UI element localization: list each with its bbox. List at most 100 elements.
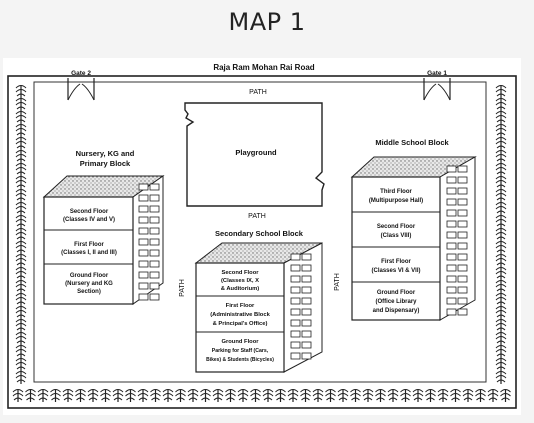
window-icon	[446, 209, 457, 217]
middle-ground-title: Ground Floor	[377, 290, 416, 296]
secondary-floor-1-desc-1: (Administrative Block	[210, 312, 270, 318]
window-icon	[457, 286, 468, 294]
road-label: Raja Ram Mohan Rai Road	[213, 63, 314, 72]
middle-floor-1-title: First Floor	[381, 259, 411, 265]
window-icon	[301, 330, 312, 338]
secondary-block-building	[194, 242, 323, 373]
window-icon	[149, 260, 160, 268]
middle-block-building	[350, 156, 477, 321]
window-icon	[138, 183, 149, 191]
window-icon	[138, 205, 149, 213]
middle-ground-desc-2: and Dispensary)	[373, 308, 420, 314]
secondary-ground-desc-1: Parking for Staff (Cars,	[212, 348, 269, 354]
middle-floor-1-desc: (Classes VI & VII)	[371, 268, 420, 274]
primary-ground-title: Ground Floor	[70, 273, 109, 279]
window-icon	[446, 297, 457, 305]
window-icon	[457, 220, 468, 228]
playground	[184, 102, 325, 207]
primary-floor-2-desc: (Classes IV and V)	[63, 217, 115, 223]
playground-label: Playground	[235, 148, 277, 157]
gate-1	[423, 78, 451, 101]
primary-block-building	[42, 175, 165, 305]
middle-ground-desc-1: (Office Library	[375, 299, 417, 305]
window-icon	[446, 176, 457, 184]
window-icon	[138, 216, 149, 224]
secondary-floor-1-title: First Floor	[226, 303, 255, 309]
secondary-ground-title: Ground Floor	[221, 339, 259, 345]
window-icon	[138, 271, 149, 279]
window-icon	[446, 253, 457, 261]
inner-path-border	[33, 81, 487, 383]
window-icon	[138, 293, 149, 301]
window-icon	[457, 264, 468, 272]
window-icon	[457, 165, 468, 173]
primary-floor-1-title: First Floor	[74, 242, 104, 248]
window-icon	[290, 286, 301, 294]
window-icon	[446, 264, 457, 272]
window-icon	[446, 220, 457, 228]
secondary-ground-desc-2: Bikes) & Students (Bicycles)	[206, 357, 274, 363]
path-label-top: PATH	[249, 89, 267, 96]
window-icon	[290, 264, 301, 272]
secondary-floor-2-title: Second Floor	[221, 270, 259, 276]
window-icon	[457, 308, 468, 316]
middle-block-name: Middle School Block	[375, 138, 449, 147]
window-icon	[149, 183, 160, 191]
map-title: MAP 1	[228, 8, 306, 36]
window-icon	[446, 242, 457, 250]
window-icon	[457, 242, 468, 250]
window-icon	[446, 165, 457, 173]
window-icon	[457, 275, 468, 283]
window-icon	[149, 271, 160, 279]
middle-floor-2-desc: (Class VIII)	[381, 233, 412, 239]
window-icon	[290, 253, 301, 261]
window-icon	[149, 282, 160, 290]
primary-floor-2-title: Second Floor	[70, 209, 109, 215]
gate-2	[67, 78, 95, 101]
window-icon	[457, 209, 468, 217]
secondary-block-name: Secondary School Block	[215, 229, 304, 238]
window-icon	[138, 227, 149, 235]
window-icon	[149, 293, 160, 301]
secondary-floor-1-desc-2: & Principal's Office)	[213, 321, 268, 327]
window-icon	[301, 253, 312, 261]
window-icon	[149, 216, 160, 224]
path-label-middle: PATH	[248, 213, 266, 220]
window-icon	[446, 187, 457, 195]
gate-2-label: Gate 2	[71, 70, 91, 77]
window-icon	[446, 275, 457, 283]
window-icon	[301, 264, 312, 272]
window-icon	[290, 275, 301, 283]
secondary-floor-2-desc-1: (Classes IX, X	[221, 278, 259, 284]
path-label-left: PATH	[179, 279, 186, 297]
window-icon	[446, 198, 457, 206]
window-icon	[301, 275, 312, 283]
window-icon	[149, 205, 160, 213]
window-icon	[457, 187, 468, 195]
window-icon	[138, 194, 149, 202]
window-icon	[138, 238, 149, 246]
window-icon	[446, 308, 457, 316]
window-icon	[301, 319, 312, 327]
window-icon	[290, 341, 301, 349]
gate-1-label: Gate 1	[427, 70, 447, 77]
window-icon	[138, 260, 149, 268]
window-icon	[457, 297, 468, 305]
window-icon	[301, 352, 312, 360]
window-icon	[149, 238, 160, 246]
secondary-floor-2-desc-2: & Auditorium)	[221, 286, 259, 292]
window-icon	[149, 249, 160, 257]
primary-floor-1-desc: (Classes I, II and III)	[61, 250, 117, 256]
middle-floor-3-desc: (Multipurpose Hall)	[369, 198, 423, 204]
middle-floor-2-title: Second Floor	[377, 224, 416, 230]
campus-boundary	[7, 75, 517, 409]
window-icon	[301, 341, 312, 349]
window-icon	[457, 231, 468, 239]
window-icon	[290, 319, 301, 327]
window-icon	[290, 297, 301, 305]
primary-block-name-2: Primary Block	[80, 159, 131, 168]
window-icon	[301, 286, 312, 294]
primary-ground-desc-2: Section)	[77, 289, 101, 295]
window-icon	[290, 308, 301, 316]
